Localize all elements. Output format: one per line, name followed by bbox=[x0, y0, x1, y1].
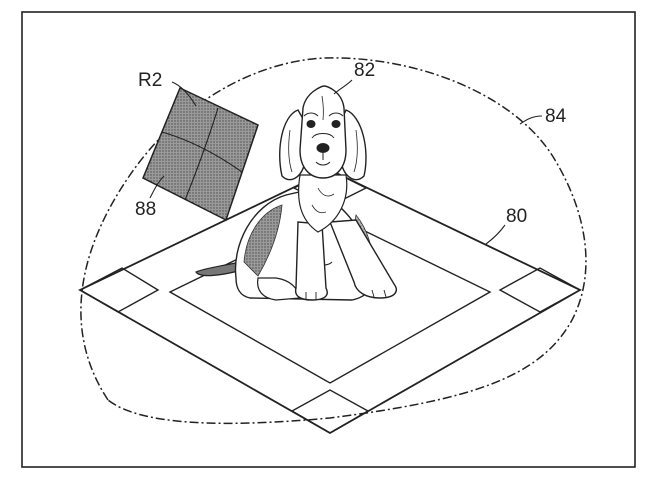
dog bbox=[195, 85, 398, 301]
label-82: 82 bbox=[354, 60, 375, 81]
figure-frame bbox=[21, 11, 636, 468]
leader-84 bbox=[519, 115, 543, 125]
mat-corner-bottom bbox=[290, 389, 370, 434]
leader-82 bbox=[333, 79, 353, 95]
label-r2: R2 bbox=[138, 70, 162, 91]
dome-boundary bbox=[80, 57, 587, 425]
label-84: 84 bbox=[545, 106, 567, 127]
label-88: 88 bbox=[135, 199, 156, 220]
region-marker bbox=[142, 86, 259, 222]
label-80: 80 bbox=[506, 206, 527, 227]
mat-corner-left bbox=[78, 267, 160, 313]
mat-corner-right bbox=[498, 267, 582, 313]
leader-r2 bbox=[171, 81, 197, 107]
leader-80 bbox=[485, 224, 506, 245]
leader-88 bbox=[149, 175, 165, 199]
